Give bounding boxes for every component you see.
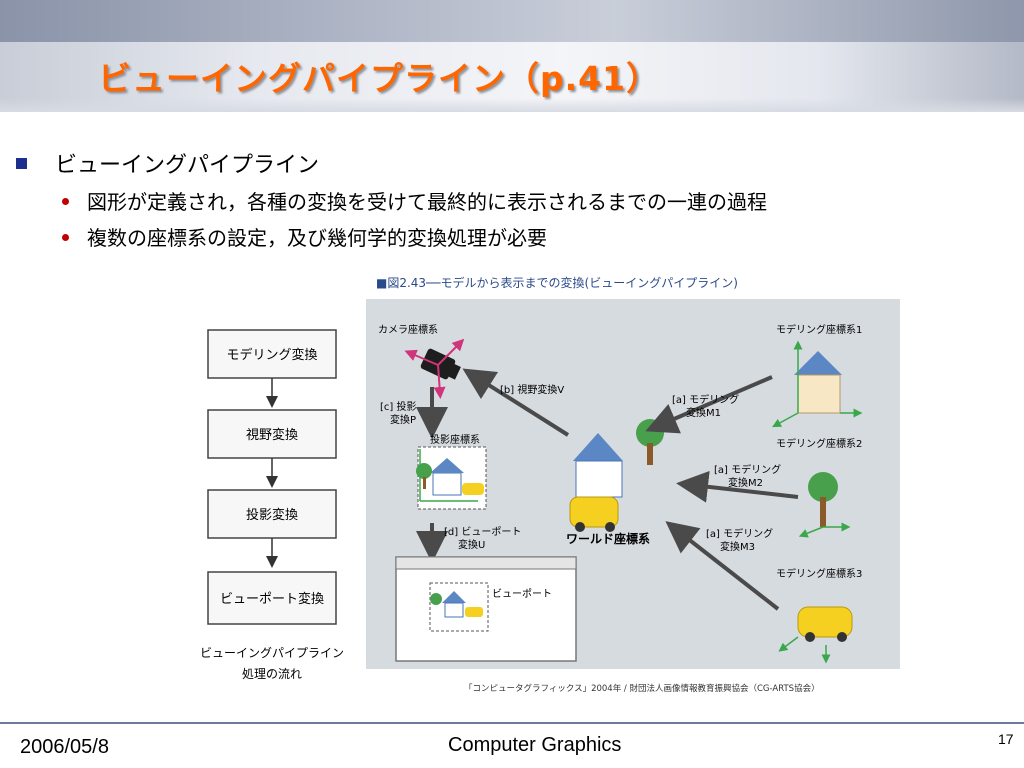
world-scene <box>569 419 664 532</box>
footer-page-number: 17 <box>998 731 1014 747</box>
flow-step-viewport: ビューポート変換 <box>207 571 337 625</box>
flow-step-label: 投影変換 <box>246 507 298 523</box>
camera-icon <box>404 338 465 399</box>
footer-date: 2006/05/8 <box>20 736 109 758</box>
flow-step-view: 視野変換 <box>207 409 337 459</box>
dot-bullet-icon <box>62 234 69 241</box>
model-transform-2a: [a] モデリング <box>714 463 781 476</box>
flow-step-projection: 投影変換 <box>207 489 337 539</box>
projection-transform-label-2: 変換P <box>390 413 416 426</box>
model-transform-2b: 変換M2 <box>728 476 763 489</box>
flow-caption-line2: 処理の流れ <box>242 667 302 681</box>
flow-step-label: ビューポート変換 <box>220 591 324 607</box>
flow-step-label: モデリング変換 <box>226 347 317 363</box>
projection-transform-label-1: [c] 投影 <box>380 400 416 413</box>
title-banner <box>0 0 1024 112</box>
screen-window <box>395 556 577 662</box>
model-coord-label-2: モデリング座標系2 <box>776 437 862 450</box>
figure-title: ■図2.43──モデルから表示までの変換(ビューイングパイプライン) <box>376 275 738 290</box>
main-bullet: ビューイングパイプライン <box>16 147 319 179</box>
sub-bullet-1-text: 図形が定義され，各種の変換を受けて最終的に表示されるまでの一連の過程 <box>87 190 767 214</box>
model-transform-1a: [a] モデリング <box>672 393 739 406</box>
figure-credit: 「コンピュータグラフィックス」2004年 / 財団法人画像情報教育振興協会（CG… <box>464 683 820 694</box>
sub-bullet-1: 図形が定義され，各種の変換を受けて最終的に表示されるまでの一連の過程 <box>62 186 767 215</box>
camera-coord-label: カメラ座標系 <box>378 323 438 336</box>
model-transform-3b: 変換M3 <box>720 540 755 553</box>
footer-course: Computer Graphics <box>448 734 622 756</box>
sub-bullet-2: 複数の座標系の設定，及び幾何学的変換処理が必要 <box>62 222 547 251</box>
projection-scene <box>416 446 487 510</box>
sub-bullet-2-text: 複数の座標系の設定，及び幾何学的変換処理が必要 <box>87 226 547 250</box>
banner-stripe <box>0 0 1024 42</box>
view-transform-label: [b] 視野変換V <box>500 383 564 396</box>
model-coord-label-3: モデリング座標系3 <box>776 567 862 580</box>
world-coord-label: ワールド座標系 <box>566 531 650 546</box>
house-model <box>772 340 863 428</box>
pipeline-figure: ■図2.43──モデルから表示までの変換(ビューイングパイプライン) カメラ座標… <box>358 265 904 702</box>
square-bullet-icon <box>16 158 27 169</box>
pipeline-flow-diagram: モデリング変換 視野変換 投影変換 ビューポート変換 ビューイングパイプライン … <box>180 300 370 700</box>
footer-divider <box>0 722 1024 724</box>
flow-step-label: 視野変換 <box>246 427 298 443</box>
model-transform-1b: 変換M1 <box>686 406 721 419</box>
viewport-label: ビューポート <box>492 588 552 600</box>
tree-model <box>798 472 851 538</box>
model-coord-label-1: モデリング座標系1 <box>776 323 862 336</box>
dot-bullet-icon <box>62 198 69 205</box>
model-transform-3a: [a] モデリング <box>706 527 773 540</box>
main-bullet-text: ビューイングパイプライン <box>55 153 320 178</box>
slide-title: ビューイングパイプライン（p.41） <box>98 59 661 98</box>
flow-step-modeling: モデリング変換 <box>207 329 337 379</box>
projection-coord-label: 投影座標系 <box>430 433 480 446</box>
banner-shade <box>0 98 1024 112</box>
viewport-transform-label-1: [d] ビューポート <box>444 526 521 538</box>
viewport-transform-label-2: 変換U <box>458 538 485 551</box>
car-model <box>778 606 853 664</box>
flow-caption-line1: ビューイングパイプライン <box>200 646 344 660</box>
